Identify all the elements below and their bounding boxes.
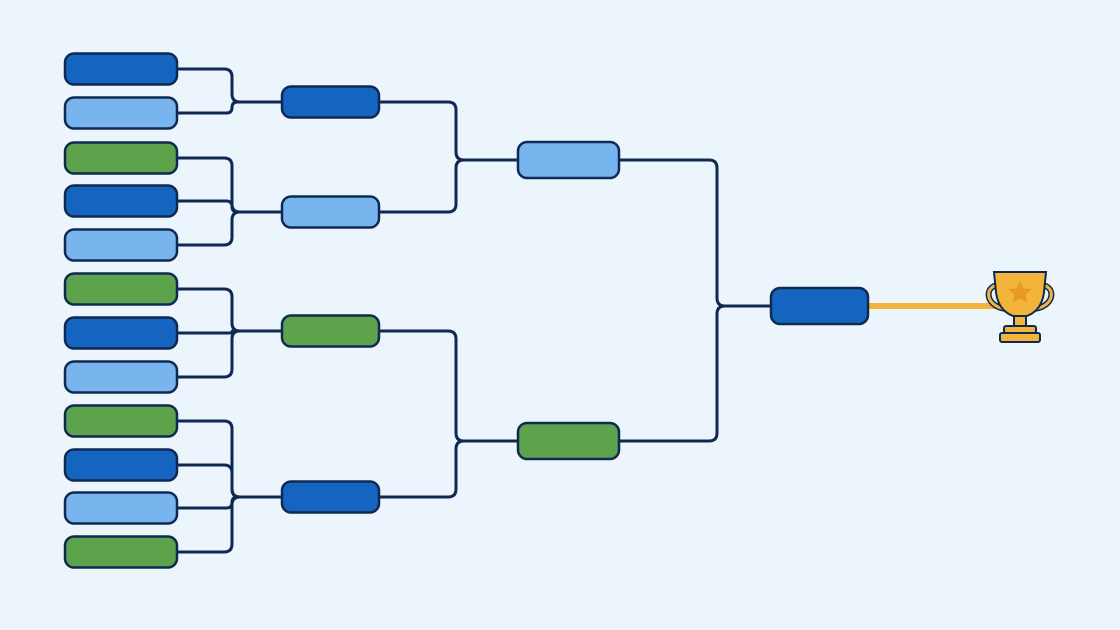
round1-slot-4 — [63, 184, 179, 218]
bracket-connectors — [175, 67, 1008, 554]
round1-slot-5 — [63, 228, 179, 262]
round1-slot-1 — [63, 52, 179, 86]
connector-sf-1 — [617, 304, 773, 443]
round1-slot-3 — [63, 141, 179, 175]
semifinal-slot-1 — [516, 140, 621, 180]
round1-slot-7 — [63, 316, 179, 350]
round1-slot-10 — [63, 448, 179, 482]
round1-slot-6 — [63, 272, 179, 306]
round1-slot-9 — [63, 404, 179, 438]
round2-slot-1 — [280, 85, 381, 119]
final-slot — [769, 286, 870, 326]
connector-r1-4 — [175, 210, 284, 247]
connector-r1-2 — [175, 156, 284, 214]
connector-sf-0 — [617, 158, 773, 308]
round2-slot-4 — [280, 480, 381, 514]
connector-r1-8 — [175, 419, 284, 499]
connector-r2-3 — [377, 439, 520, 499]
connector-r1-6 — [175, 329, 284, 335]
round1-slot-12 — [63, 535, 179, 569]
trophy-star — [1008, 281, 1032, 303]
round2-slot-2 — [280, 195, 381, 229]
connector-r1-10 — [175, 495, 284, 510]
round1-slot-2 — [63, 96, 179, 130]
connector-r1-5 — [175, 287, 284, 333]
round1-slot-8 — [63, 360, 179, 394]
connector-r2-0 — [377, 100, 520, 162]
connector-r1-3 — [175, 199, 284, 214]
bracket-slots — [63, 52, 870, 569]
connector-r1-1 — [175, 100, 284, 115]
connector-r1-11 — [175, 495, 284, 554]
round2-slot-3 — [280, 314, 381, 348]
trophy-icon — [985, 271, 1055, 343]
connector-r1-0 — [175, 67, 284, 104]
connector-r1-7 — [175, 329, 284, 379]
connector-r1-9 — [175, 463, 284, 499]
round1-slot-11 — [63, 491, 179, 525]
connector-r2-1 — [377, 158, 520, 214]
semifinal-slot-2 — [516, 421, 621, 461]
connector-r2-2 — [377, 329, 520, 443]
